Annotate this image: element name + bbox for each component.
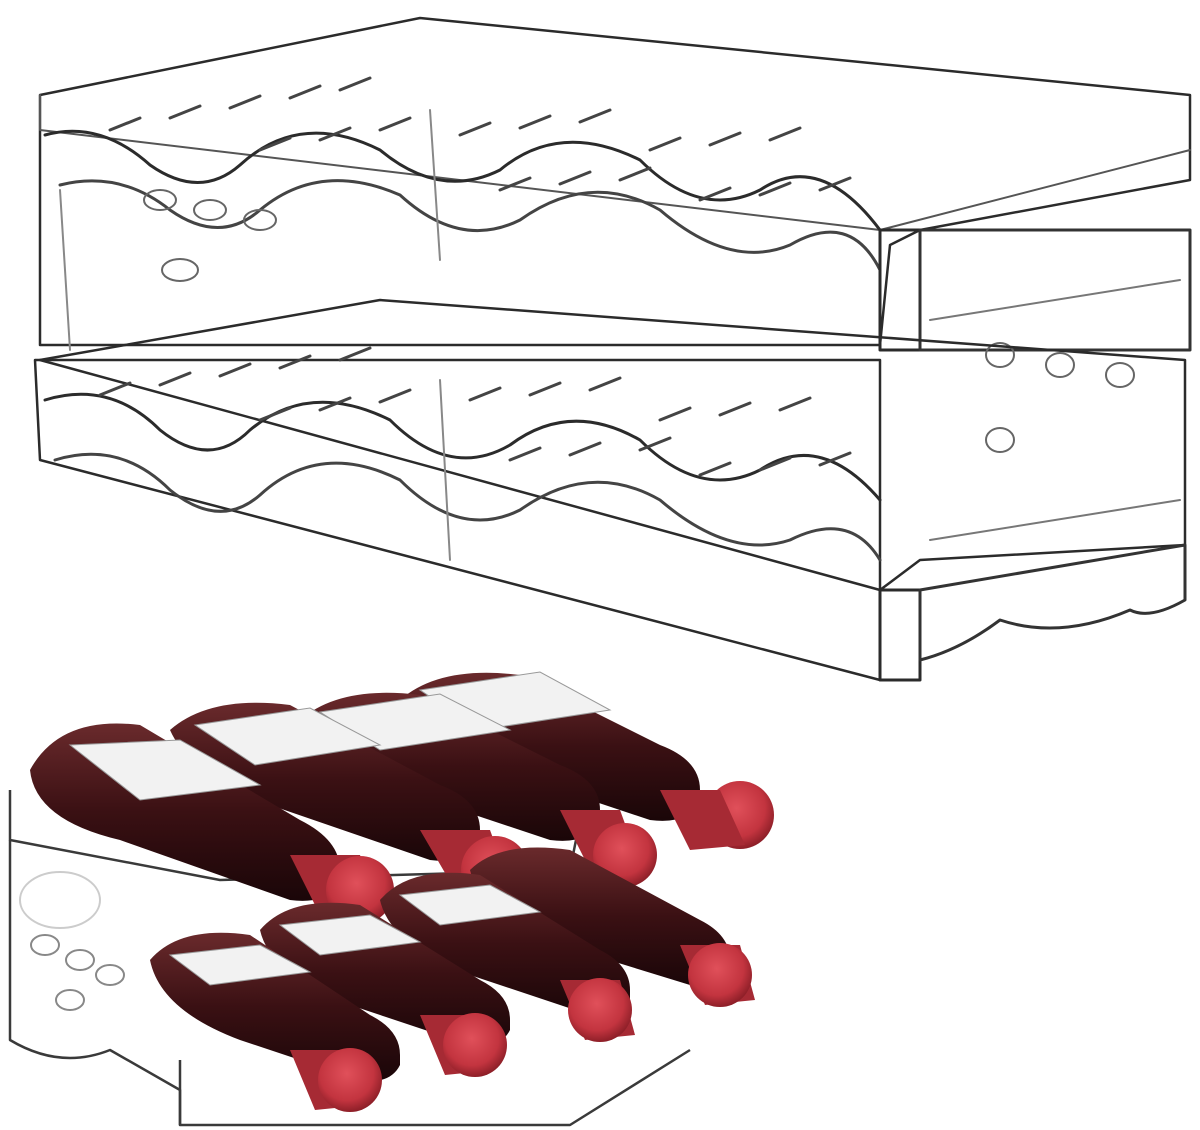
wine-bottle <box>260 902 510 1077</box>
lower-tier-frame <box>33 358 882 682</box>
wine-bottle <box>300 692 657 887</box>
lower-front-panel <box>878 588 922 682</box>
filled-rack <box>8 671 774 1127</box>
wine-bottle <box>380 872 635 1042</box>
upper-wave-bed <box>43 129 882 232</box>
wine-bottle <box>400 671 774 850</box>
wine-bottle <box>150 932 400 1112</box>
wine-bottle <box>470 847 755 1007</box>
lower-wave-bed <box>43 392 882 502</box>
empty-rack <box>33 16 1192 682</box>
